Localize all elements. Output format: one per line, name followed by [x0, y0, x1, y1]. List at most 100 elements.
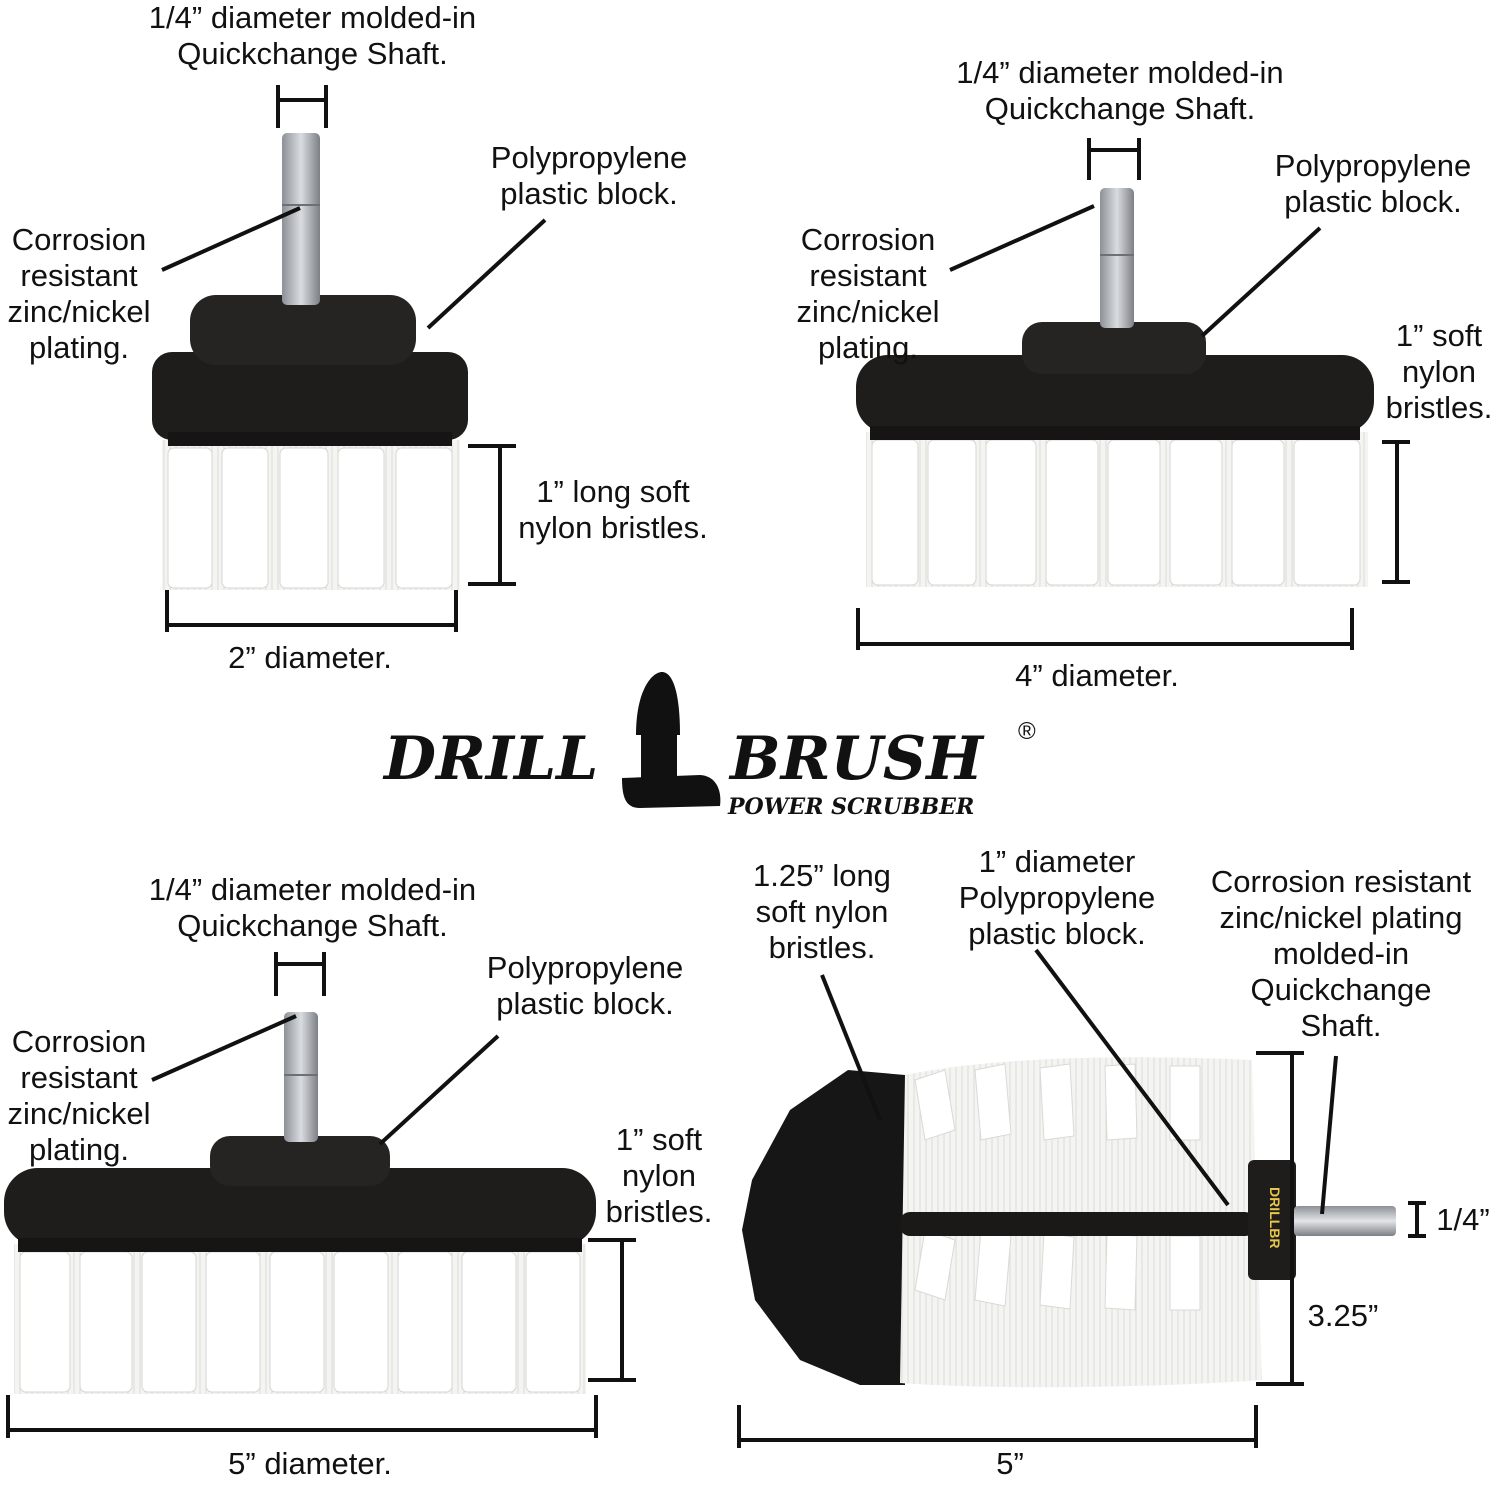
shaft-leader-cone [1320, 1055, 1338, 1215]
length-label-cone: 5” [996, 1446, 1024, 1481]
height-label-cone: 3.25” [1307, 1298, 1379, 1333]
bristle-tufts [167, 447, 453, 589]
brand-name-right: BRUSH [730, 724, 983, 794]
bristle-leader-cone [820, 974, 882, 1121]
label-line: zinc/nickel [7, 294, 151, 329]
label-line: plastic block. [500, 176, 678, 211]
label-line: Quickchange Shaft. [984, 91, 1256, 126]
diameter-dimension-5in [6, 1395, 598, 1438]
label-line: Polypropylene [486, 950, 684, 985]
label-line: 1” long soft [536, 474, 690, 509]
bristle-label-cone: 1.25” long soft nylon bristles. [740, 858, 904, 966]
label-line: bristles. [768, 930, 876, 965]
label-line: Corrosion [800, 222, 936, 257]
label-line: plastic block. [496, 986, 674, 1021]
label-line: soft nylon [755, 894, 889, 929]
block-leader-cone [1034, 948, 1230, 1207]
label-line: 1” soft [615, 1122, 703, 1157]
label-line: 1.25” long [753, 858, 891, 893]
label-line: 1” soft [1395, 318, 1483, 353]
plating-label-2in: Corrosion resistant zinc/nickel plating. [0, 222, 158, 366]
shaft-dimension-4in [1087, 138, 1141, 180]
block-base [4, 1168, 596, 1246]
label-line: nylon bristles. [518, 510, 708, 545]
label-line: zinc/nickel [796, 294, 940, 329]
block-leader-4in [1200, 226, 1322, 338]
bristle-dimension-5in [588, 1238, 636, 1382]
shaft [1294, 1206, 1396, 1236]
brand-tagline: POWER SCRUBBER [728, 794, 975, 820]
label-line: Corrosion [11, 1024, 147, 1059]
plating-leader-4in [949, 204, 1095, 272]
shaft-size-dimension-cone [1408, 1201, 1426, 1238]
brush-5in-illustration [4, 1012, 596, 1394]
diameter-label-5in: 5” diameter. [228, 1446, 392, 1481]
label-line: plastic block. [968, 916, 1146, 951]
label-line: Corrosion resistant [1210, 864, 1472, 899]
registered-mark: ® [1018, 718, 1036, 745]
plating-label-5in: Corrosion resistant zinc/nickel plating. [0, 1024, 158, 1168]
bristle-dimension-4in [1382, 440, 1410, 584]
annotation-lines [6, 85, 1426, 1448]
diameter-dimension-2in [165, 590, 458, 632]
label-line: plastic block. [1284, 184, 1462, 219]
block-hub [190, 295, 416, 365]
label-line: Polypropylene [490, 140, 688, 175]
label-line: 1” diameter [978, 844, 1136, 879]
plating-label-4in: Corrosion resistant zinc/nickel plating. [786, 222, 950, 366]
block-hub [210, 1136, 390, 1186]
diameter-label-2in: 2” diameter. [228, 640, 392, 675]
label-line: plating. [29, 330, 129, 365]
shaft-label-5in: 1/4” diameter molded-in Quickchange Shaf… [120, 872, 505, 944]
plating-leader-5in [151, 1014, 297, 1082]
block-teeth [870, 426, 1360, 440]
block-base [856, 355, 1374, 433]
shaft [282, 133, 320, 305]
height-dimension-cone [1256, 1051, 1304, 1386]
block-label-5in: Polypropylene plastic block. [474, 950, 696, 1022]
label-line: nylon [1401, 354, 1477, 389]
diameter-label-4in: 4” diameter. [1015, 658, 1179, 693]
label-line: resistant [20, 258, 138, 293]
shaft [1100, 188, 1134, 328]
length-dimension-cone [737, 1405, 1258, 1448]
label-line: Polypropylene [1274, 148, 1472, 183]
bristle-tufts [871, 439, 1361, 586]
shaft-label-2in: 1/4” diameter molded-in Quickchange Shaf… [120, 0, 505, 72]
block-label-cone: 1” diameter Polypropylene plastic block. [950, 844, 1164, 952]
shaft-label-cone: Corrosion resistant zinc/nickel plating … [1200, 864, 1482, 1044]
bristle-label-2in: 1” long soft nylon bristles. [506, 474, 720, 546]
label-line: Polypropylene [958, 880, 1156, 915]
block-leader-5in [378, 1034, 500, 1146]
shaft-size-label-cone: 1/4” [1436, 1202, 1490, 1237]
label-line: Quickchange Shaft. [177, 36, 448, 71]
label-line: zinc/nickel plating [1219, 900, 1463, 935]
shaft-dimension-5in [274, 952, 326, 996]
label-line: Corrosion [11, 222, 147, 257]
block-teeth [168, 432, 452, 446]
block-label-4in: Polypropylene plastic block. [1262, 148, 1484, 220]
label-line: molded-in [1272, 936, 1410, 971]
label-line: Quickchange Shaft. [177, 908, 448, 943]
label-line: Quickchange [1250, 972, 1432, 1007]
label-line: nylon [621, 1158, 697, 1193]
plating-leader-2in [161, 206, 301, 272]
label-line: plating. [29, 1132, 129, 1167]
cone-brush-illustration [742, 1057, 1396, 1388]
block-leader-2in [426, 218, 547, 330]
label-line: resistant [20, 1060, 138, 1095]
shaft-dimension-2in [276, 85, 328, 128]
label-line: bristles. [1385, 390, 1493, 425]
bristle-label-4in: 1” soft nylon bristles. [1380, 318, 1498, 426]
brand-name-left: DRILL [384, 724, 599, 794]
shaft [284, 1012, 318, 1142]
bristle-dimension-2in [468, 444, 516, 586]
label-line: plating. [818, 330, 918, 365]
bristle-tufts [19, 1251, 581, 1393]
diameter-dimension-4in [856, 608, 1354, 650]
bristle-label-5in: 1” soft nylon bristles. [600, 1122, 718, 1230]
label-line: Shaft. [1300, 1008, 1382, 1043]
brush-imprint: DRILLBR [1267, 1187, 1283, 1249]
